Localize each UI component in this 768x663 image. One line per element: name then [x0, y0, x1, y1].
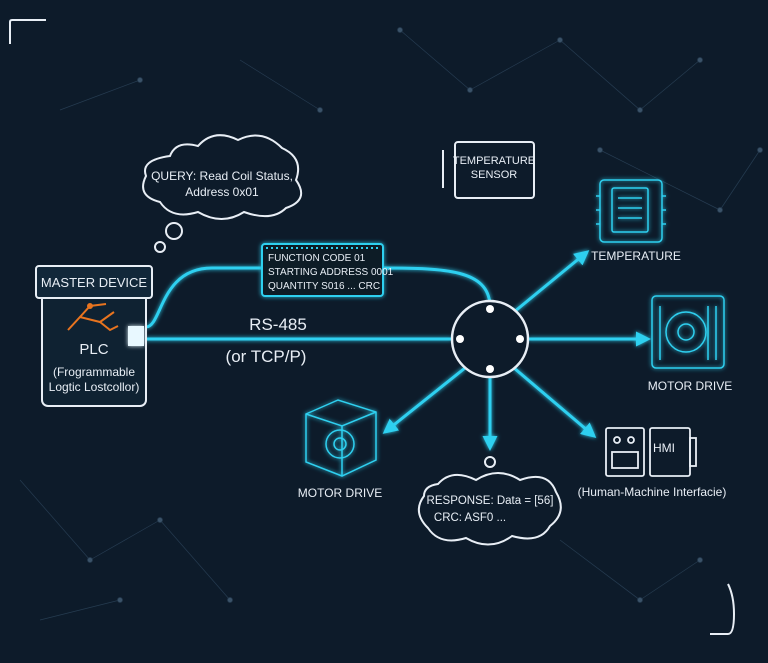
plc-description-line-1: (Frogrammable [53, 365, 135, 379]
query-text-line-2: Address 0x01 [185, 185, 259, 199]
master-device-header: MASTER DEVICE [41, 275, 148, 290]
temp-sensor-line-1: TEMPERATURE [453, 155, 535, 167]
response-text-line-1: RESPONSE: Data = [56] [427, 495, 554, 507]
temperature-chip-icon [596, 179, 666, 243]
hmi-device[interactable]: HMI (Human-Machine Interfacie) [578, 427, 727, 499]
bus-wires [145, 250, 651, 451]
temp-sensor-line-2: SENSOR [471, 169, 518, 181]
corner-bracket-top-left [9, 19, 46, 44]
hmi-label: HMI [653, 441, 675, 455]
plc-description-line-2: Logtic Lostcollor) [49, 380, 140, 394]
network-hub [450, 299, 530, 379]
temperature-device[interactable]: TEMPERATURE [591, 179, 681, 263]
motor-drive-right[interactable]: MOTOR DRIVE [648, 295, 732, 393]
response-bubble: RESPONSE: Data = [56] CRC: ASF0 ... [417, 456, 562, 546]
bus-label-rs485: RS-485 [249, 315, 307, 334]
frame-function-code: FUNCTION CODE 01 [268, 253, 366, 264]
temperature-sensor-card: TEMPERATURE SENSOR [442, 141, 535, 199]
response-text-line-2: CRC: ASF0 ... [434, 512, 506, 524]
query-bubble: QUERY: Read Coil Status, Address 0x01 [142, 134, 303, 253]
motor-drive-left[interactable]: MOTOR DRIVE [298, 399, 382, 500]
frame-starting-address: STARTING ADDRESS 0001 [268, 267, 394, 278]
temperature-label: TEMPERATURE [591, 249, 681, 263]
plc-label: PLC [79, 341, 108, 358]
corner-bracket-bottom-right [710, 583, 736, 635]
motor-drive-left-icon [305, 399, 377, 477]
motor-drive-left-label: MOTOR DRIVE [298, 486, 382, 500]
hmi-panel-icon [605, 427, 697, 477]
plc-logo-icon [67, 303, 119, 332]
hmi-description: (Human-Machine Interfacie) [578, 485, 727, 499]
modbus-frame: FUNCTION CODE 01 STARTING ADDRESS 0001 Q… [261, 243, 394, 297]
master-port [128, 326, 144, 346]
motor-drive-right-icon [651, 295, 725, 369]
bus-label-tcp: (or TCP/P) [226, 347, 307, 366]
motor-drive-right-label: MOTOR DRIVE [648, 379, 732, 393]
frame-quantity: QUANTITY S016 ... CRC [268, 281, 380, 292]
master-device[interactable]: MASTER DEVICE PLC (Frogrammable Logtic L… [35, 265, 153, 407]
query-text-line-1: QUERY: Read Coil Status, [151, 169, 293, 183]
background-network [19, 27, 763, 621]
